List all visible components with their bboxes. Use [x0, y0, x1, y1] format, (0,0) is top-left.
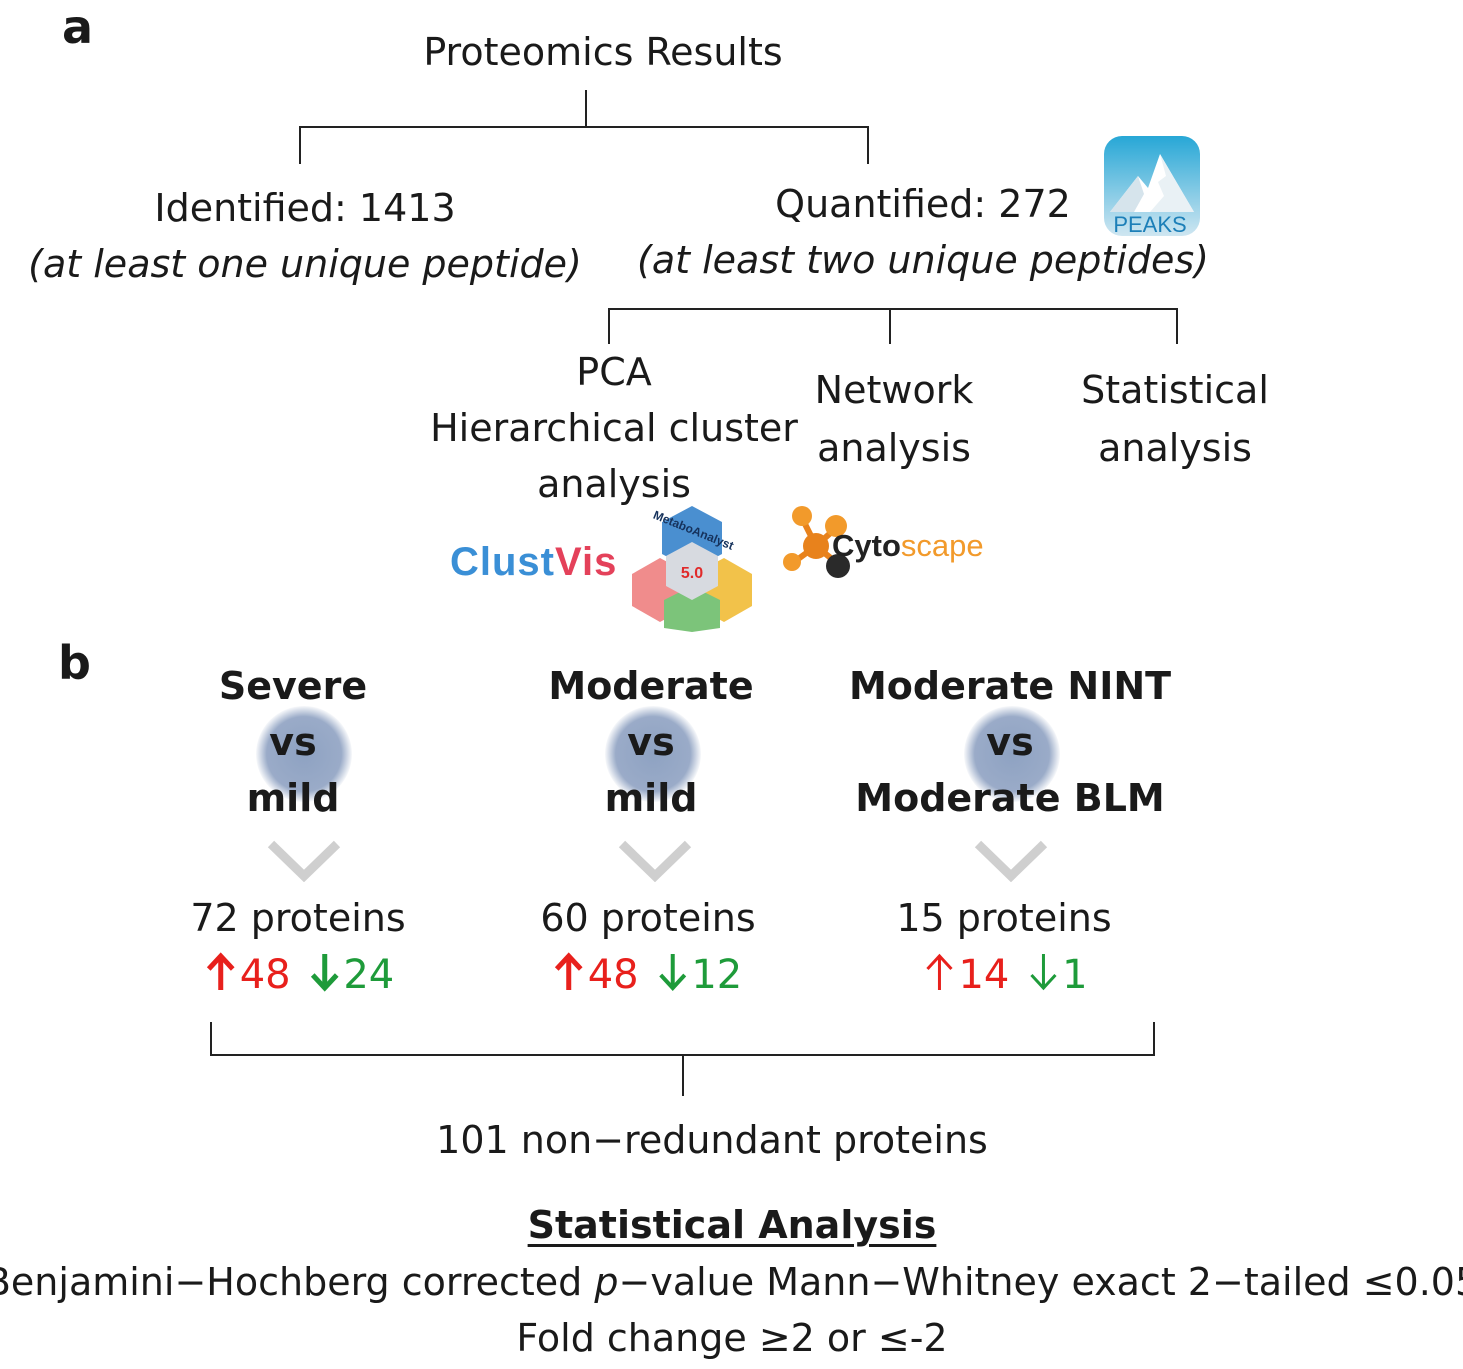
- branch-pca-line2: Hierarchical cluster: [430, 406, 798, 450]
- stats-heading: Statistical Analysis: [527, 1203, 937, 1247]
- svg-text:Cytoscape: Cytoscape: [832, 528, 984, 563]
- clustvis-logo-b: Vis: [555, 540, 618, 584]
- comparison-1-proteins: 72 proteins: [190, 896, 406, 940]
- up-arrow-icon: [926, 953, 953, 990]
- comparison-1-chevron-icon: [267, 840, 341, 882]
- comparison-1-bottom: mild: [246, 776, 340, 820]
- comparison-2-down: 12: [691, 952, 743, 998]
- comparison-3-down: 1: [1062, 952, 1088, 998]
- comparison-3-top: Moderate NINT: [848, 664, 1172, 708]
- branch-3-connector: [1176, 308, 1178, 344]
- comparison-2-chevron-icon: [618, 840, 692, 882]
- peaks-logo: PEAKS: [1104, 136, 1200, 237]
- down-arrow-icon: [658, 954, 686, 991]
- quantified-title: Quantified: 272: [775, 182, 1071, 226]
- up-arrow-icon: [206, 952, 235, 990]
- identified-connector: [299, 126, 301, 164]
- cytoscape-logo-a: Cyto: [832, 528, 901, 563]
- cytoscape-logo-b: scape: [901, 528, 984, 563]
- root-branch-bar: [299, 126, 869, 128]
- identified-title: Identified: 1413: [154, 186, 456, 230]
- comparison-3-up: 14: [958, 952, 1010, 998]
- comparison-2-up: 48: [587, 952, 639, 998]
- clustvis-logo: ClustVis: [450, 540, 617, 585]
- up-arrow-icon: [554, 952, 583, 990]
- quantified-note: (at least two unique peptides): [637, 238, 1209, 282]
- comparison-2-bubble: [605, 706, 701, 802]
- stats-line2: Fold change ≥2 or ≤-2: [516, 1316, 948, 1360]
- branch-1-connector: [608, 308, 610, 344]
- comparison-1-bubble: [256, 706, 352, 802]
- branch-stat-line2: analysis: [1098, 426, 1252, 470]
- comparison-1-down: 24: [343, 952, 395, 998]
- merge-right-tick: [1153, 1022, 1155, 1056]
- comparison-2-bottom: mild: [604, 776, 698, 820]
- comparison-2-top: Moderate: [548, 664, 754, 708]
- comparison-1-top: Severe: [218, 664, 368, 708]
- comparison-2-vs: vs: [627, 720, 675, 764]
- branch-pca-line3: analysis: [537, 462, 691, 506]
- identified-note: (at least one unique peptide): [28, 242, 582, 286]
- branch-network-line1: Network: [814, 368, 974, 412]
- comparison-3-counts: 14 1: [924, 952, 1088, 998]
- stats-line1: Benjamini−Hochberg corrected p−value Man…: [0, 1260, 1463, 1304]
- clustvis-logo-a: Clust: [450, 540, 555, 584]
- summary-text: 101 non−redundant proteins: [436, 1118, 988, 1162]
- branch-network-line2: analysis: [817, 426, 971, 470]
- merge-left-tick: [210, 1022, 212, 1056]
- down-arrow-icon: [1029, 954, 1057, 991]
- branch-pca-line1: PCA: [576, 350, 652, 394]
- root-connector: [585, 90, 587, 128]
- cytoscape-logo: Cytoscape: [780, 500, 1000, 584]
- merge-stem: [682, 1054, 684, 1096]
- comparison-1-vs: vs: [269, 720, 317, 764]
- comparison-2-counts: 48 12: [554, 952, 743, 998]
- quantified-branch-bar: [608, 308, 1178, 310]
- comparison-3-chevron-icon: [974, 840, 1048, 882]
- comparison-3-bottom: Moderate BLM: [855, 776, 1165, 820]
- comparison-1-up: 48: [239, 952, 291, 998]
- quantified-connector: [867, 126, 869, 164]
- panel-b-label: b: [58, 636, 91, 690]
- comparison-2-proteins: 60 proteins: [540, 896, 756, 940]
- branch-stat-line1: Statistical: [1081, 368, 1269, 412]
- panel-a-label: a: [62, 0, 94, 54]
- comparison-3-vs: vs: [986, 720, 1034, 764]
- peaks-logo-text: PEAKS: [1113, 212, 1186, 236]
- comparison-1-counts: 48 24: [206, 952, 395, 998]
- metaboanalyst-version: 5.0: [681, 565, 703, 582]
- root-node: Proteomics Results: [423, 30, 783, 74]
- comparison-3-proteins: 15 proteins: [896, 896, 1112, 940]
- comparison-3-bubble: [964, 706, 1060, 802]
- down-arrow-icon: [310, 954, 339, 992]
- branch-2-connector: [889, 308, 891, 344]
- metaboanalyst-logo: 5.0 MetaboAnalyst: [630, 502, 754, 632]
